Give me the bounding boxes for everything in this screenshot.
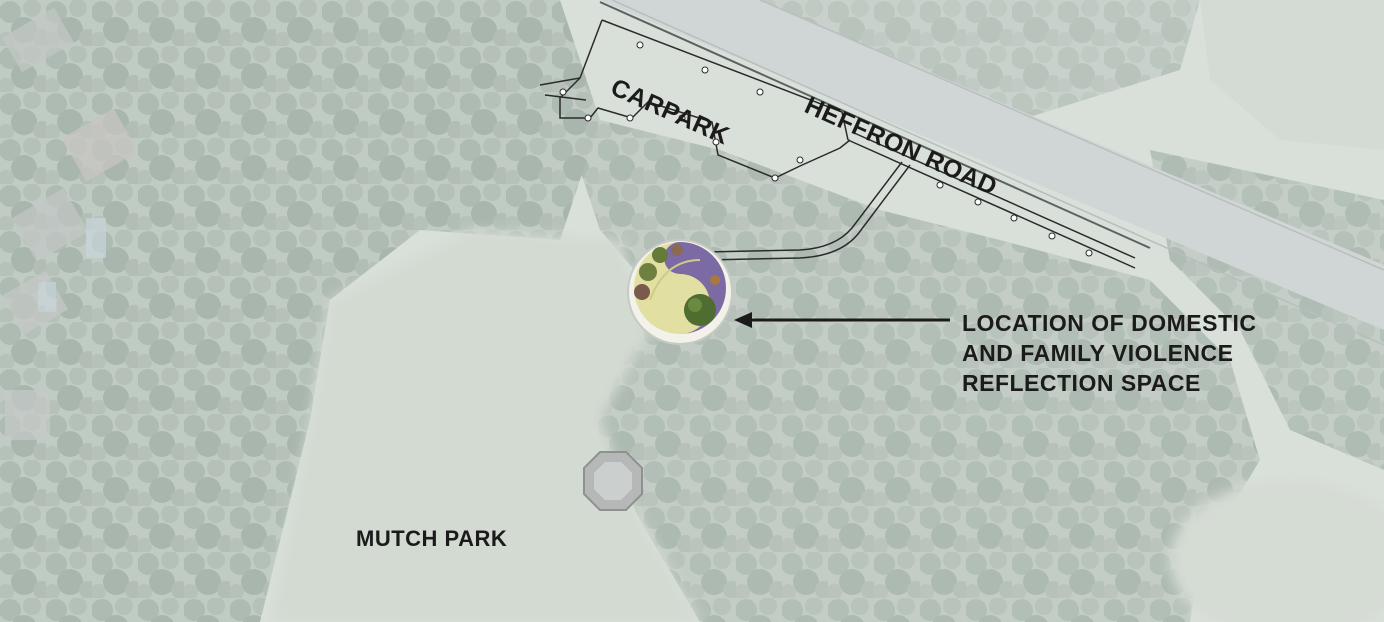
callout-line-2: AND FAMILY VIOLENCE (962, 340, 1234, 366)
access-path (705, 161, 911, 261)
carpark-outline (539, 19, 1136, 269)
callout-line-3: REFLECTION SPACE (962, 370, 1201, 396)
callout-arrow-icon (734, 312, 950, 328)
reflection-space-callout: LOCATION OF DOMESTIC AND FAMILY VIOLENCE… (962, 308, 1257, 398)
circular-garden-plan-icon (627, 239, 733, 345)
residential-lots (2, 7, 139, 440)
heffron-road (599, 0, 1384, 346)
carpark-bollards (559, 41, 1093, 257)
octagonal-pavilion-icon (583, 451, 643, 511)
callout-line-1: LOCATION OF DOMESTIC (962, 310, 1257, 336)
park-label: MUTCH PARK (356, 526, 508, 551)
lawn-areas (270, 230, 1384, 622)
